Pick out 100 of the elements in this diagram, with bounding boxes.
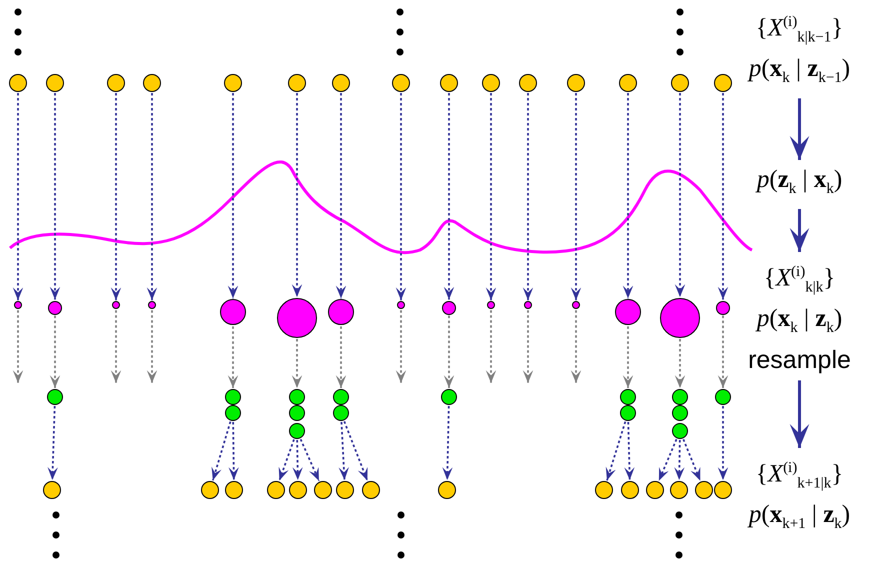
particle-circle [333, 389, 349, 405]
arrow [228, 93, 238, 298]
particle-circle [224, 74, 242, 92]
particle-circle [660, 298, 700, 338]
particle-circle [9, 74, 27, 92]
particle-circle [671, 74, 689, 92]
particle-circle [524, 301, 532, 310]
particle-circle [14, 301, 22, 310]
arrow [522, 93, 534, 300]
particle-circle [107, 74, 125, 92]
particle-circle [220, 299, 246, 326]
probability-expression: p(x$_{k+1}$ | z$_{k}$) [746, 500, 852, 534]
arrow [110, 93, 122, 300]
arrow [718, 406, 728, 480]
arrow [718, 316, 728, 388]
particle-circle [397, 301, 405, 310]
particle-circle [695, 481, 713, 499]
particle-circle [715, 389, 731, 405]
particle-circle [289, 481, 307, 499]
particle-circle [672, 423, 688, 439]
arrow [12, 310, 24, 383]
arrow [674, 440, 685, 480]
arrow [228, 422, 239, 480]
particle-circle [328, 299, 354, 326]
particle-circle [289, 423, 305, 439]
arrow [570, 310, 582, 383]
arrow [396, 93, 406, 300]
arrow [674, 339, 686, 388]
particle-circle [482, 74, 500, 92]
particle-circle [225, 405, 241, 421]
particle-circle [43, 481, 61, 499]
arrow [50, 316, 60, 388]
probability-expression: p(x$_{k}$ | z$_{k−1}$) [746, 54, 852, 88]
particle-circle [201, 481, 219, 499]
arrow [336, 326, 346, 388]
arrow [12, 93, 24, 300]
arrow [522, 310, 534, 383]
particle-circle [621, 481, 639, 499]
particle-circle [438, 481, 456, 499]
particle-circle [442, 300, 456, 315]
arrow [278, 439, 295, 481]
arrow [674, 93, 686, 297]
particle-circle [225, 389, 241, 405]
arrow [570, 93, 582, 300]
particle-circle [289, 405, 305, 421]
particle-circle [332, 74, 350, 92]
particle-circle [615, 299, 641, 326]
particle-circle [567, 74, 585, 92]
particle-circle [672, 405, 688, 421]
set-notation: {X$^{(i)}$$_{k+1|k}$} [754, 459, 844, 494]
particle-circle [441, 389, 457, 405]
arrow [292, 93, 302, 297]
arrow [338, 422, 349, 480]
particle-circle [47, 389, 63, 405]
particle-circle [333, 405, 349, 421]
particle-circle [714, 481, 732, 499]
particle-circle [362, 481, 380, 499]
arrow [622, 326, 634, 388]
particle-circle [288, 74, 306, 92]
particle-circle [595, 481, 613, 499]
particle-circle [670, 481, 688, 499]
probability-expression: p(x$_{k}$ | z$_{k}$) [754, 304, 844, 338]
arrow [292, 440, 303, 480]
arrow [658, 438, 678, 482]
arrow [444, 93, 454, 300]
arrow [606, 421, 626, 481]
arrow [336, 93, 346, 298]
arrow [146, 93, 158, 300]
arrow [48, 406, 58, 480]
particle-circle [148, 301, 156, 310]
arrow [396, 310, 406, 383]
arrow [444, 316, 454, 388]
arrow [442, 406, 453, 480]
particle-circle [620, 389, 636, 405]
set-notation: {X$^{(i)}$$_{k|k−1}$} [754, 13, 844, 48]
particle-circle [314, 481, 332, 499]
arrow [790, 209, 810, 252]
particle-circle [572, 301, 580, 310]
particle-circle [289, 389, 305, 405]
arrow [212, 421, 232, 481]
particle-circle [440, 74, 458, 92]
particle-circle [487, 301, 495, 310]
likelihood-expression: p(z$_{k}$ | x$_{k}$) [754, 165, 844, 199]
arrow [300, 438, 320, 482]
arrow [343, 421, 368, 481]
arrow [790, 98, 810, 160]
arrow [50, 93, 60, 300]
particle-circle [714, 74, 732, 92]
arrow [624, 422, 635, 480]
particle-circle [646, 481, 664, 499]
particle-circle [46, 74, 64, 92]
particle-circle [619, 74, 637, 92]
particle-circle [672, 389, 688, 405]
particle-circle [336, 481, 354, 499]
arrow [486, 93, 496, 300]
particle-circle [225, 481, 243, 499]
step-label: resample [747, 345, 852, 376]
arrow [110, 310, 122, 383]
arrow [228, 326, 238, 388]
particle-circle [716, 300, 730, 315]
